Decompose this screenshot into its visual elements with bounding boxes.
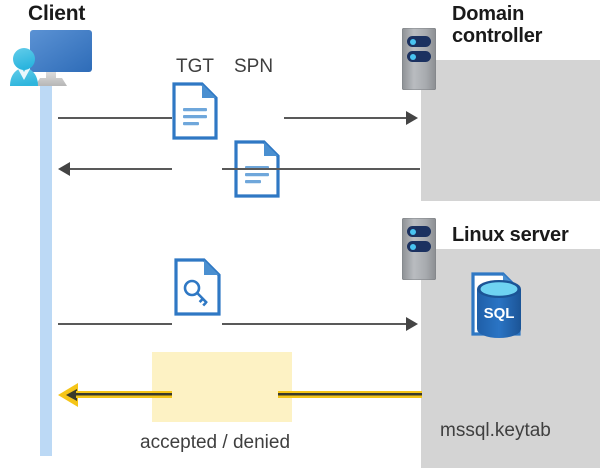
domain-controller-title: Domain controller (452, 3, 543, 48)
client-lifeline (40, 78, 52, 456)
server-bay-icon (407, 51, 431, 62)
server-led-icon (410, 228, 416, 235)
flow-line-3b (222, 323, 406, 325)
user-monitor-icon (6, 22, 98, 94)
server-bay-icon (407, 241, 431, 252)
flow-line-1a (58, 117, 172, 119)
text-document-icon (172, 82, 600, 140)
keytab-filename-label: mssql.keytab (440, 420, 551, 441)
gold-flow-line-4b (278, 391, 422, 398)
server-bay-icon (407, 36, 431, 47)
spn-label: SPN (234, 56, 274, 77)
gold-flow-line-4a (76, 391, 172, 398)
linux-server-title: Linux server (452, 224, 569, 246)
gold-arrowhead-inner (66, 389, 77, 401)
tgt-label: TGT (176, 56, 214, 77)
sql-database-icon: SQL (472, 278, 526, 345)
server-rack-icon (402, 28, 436, 90)
arrowhead-right-3 (406, 317, 418, 331)
accepted-denied-highlight (152, 352, 292, 422)
arrowhead-right-1 (406, 111, 418, 125)
flow-line-2b (222, 168, 420, 170)
flow-line-1b (284, 117, 406, 119)
client-title: Client (28, 2, 86, 25)
arrowhead-left-2 (58, 162, 70, 176)
flow-line-3a (58, 323, 172, 325)
server-led-icon (410, 38, 416, 45)
server-led-icon (410, 53, 416, 60)
flow-line-2a (70, 168, 172, 170)
key-document-icon (174, 258, 600, 316)
server-led-icon (410, 243, 416, 250)
server-bay-icon (407, 226, 431, 237)
sql-database-label: SQL (484, 305, 515, 322)
accepted-denied-label: accepted / denied (140, 432, 291, 453)
domain-controller-panel (421, 60, 600, 201)
server-rack-icon (402, 218, 436, 280)
